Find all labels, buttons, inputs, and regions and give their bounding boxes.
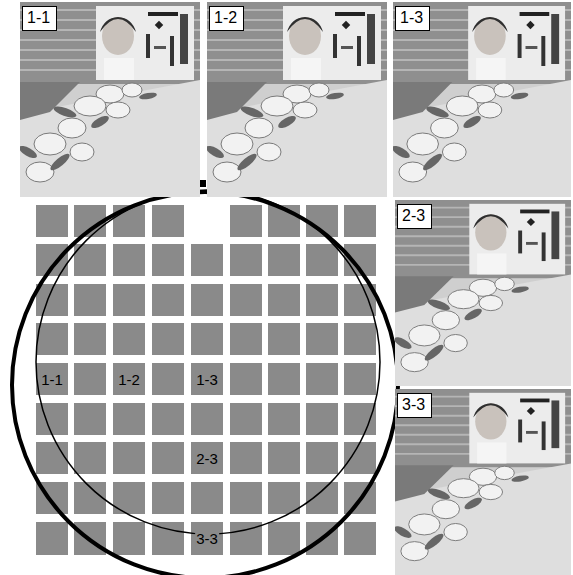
die-cell (344, 205, 376, 237)
die-cell (191, 323, 223, 355)
die-label: 1-3 (195, 371, 219, 388)
photo-label: 1-2 (214, 9, 243, 27)
die-cell (191, 482, 223, 514)
die-cell (36, 403, 68, 435)
die-cell (306, 284, 338, 316)
die-cell (152, 482, 184, 514)
die-cell (230, 403, 262, 435)
die-cell (152, 363, 184, 395)
die-cell (230, 323, 262, 355)
die-cell (152, 323, 184, 355)
die-cell (230, 244, 262, 276)
die-cell (74, 363, 106, 395)
die-label: 1-1 (40, 371, 64, 388)
die-cell (74, 403, 106, 435)
die-cell (306, 363, 338, 395)
die-cell (36, 323, 68, 355)
die-cell (268, 244, 300, 276)
die-cell (306, 403, 338, 435)
die-cell (268, 482, 300, 514)
die-cell (268, 403, 300, 435)
inner-circle (36, 190, 380, 534)
photo-thumbnail (17, 2, 200, 197)
die-cell (268, 442, 300, 474)
photo-label-box: 3-3 (397, 393, 432, 418)
die-cell (268, 522, 300, 555)
die-label: 3-3 (195, 530, 219, 547)
die-cell (113, 403, 145, 435)
die-cell (230, 482, 262, 514)
photo-label-box: 1-3 (395, 6, 430, 31)
photo-thumbnail (392, 389, 571, 575)
die-cell (306, 323, 338, 355)
photo-thumbnail (204, 2, 387, 197)
die-cell (113, 284, 145, 316)
die-cell (74, 323, 106, 355)
die-label: 2-3 (195, 450, 219, 467)
die-cell (113, 363, 145, 395)
photo-label: 3-3 (402, 396, 431, 414)
die-cell (152, 442, 184, 474)
photo-label: 1-1 (27, 9, 56, 27)
die-cell (344, 442, 376, 474)
photo-thumbnail (390, 2, 571, 197)
die-cell (36, 522, 68, 555)
die-cell (230, 363, 262, 395)
die-cell (191, 403, 223, 435)
die-cell (191, 284, 223, 316)
die-cell (344, 522, 376, 555)
die-cell (113, 244, 145, 276)
die-cell (36, 442, 68, 474)
die-cell (36, 244, 68, 276)
die-cell (344, 403, 376, 435)
photo-label-box: 1-2 (209, 6, 244, 31)
die-cell (268, 363, 300, 395)
die-cell (230, 284, 262, 316)
die-cell (152, 284, 184, 316)
die-cell (344, 323, 376, 355)
die-cell (230, 442, 262, 474)
die-cell (74, 284, 106, 316)
die-cell (191, 522, 223, 555)
photo-label: 2-3 (402, 207, 431, 225)
die-label: 1-2 (117, 371, 141, 388)
die-cell (113, 323, 145, 355)
die-cell (268, 284, 300, 316)
die-cell (306, 482, 338, 514)
die-cell (113, 442, 145, 474)
die-cell (191, 244, 223, 276)
photo-label: 1-3 (400, 9, 429, 27)
die-cell (152, 244, 184, 276)
die-cell (306, 442, 338, 474)
wafer-outline (12, 192, 398, 575)
die-cell (230, 205, 262, 237)
die-cell (152, 205, 184, 237)
die-cell (344, 363, 376, 395)
notch-mark (199, 180, 206, 187)
die-grid (36, 205, 376, 555)
die-cell (191, 363, 223, 395)
die-cell (36, 363, 68, 395)
die-cell (306, 244, 338, 276)
die-cell (36, 205, 68, 237)
die-cell (113, 522, 145, 555)
die-cell (74, 442, 106, 474)
die-cell (152, 403, 184, 435)
die-cell (268, 323, 300, 355)
photo-label-box: 1-1 (22, 6, 57, 31)
die-cell (191, 442, 223, 474)
photo-thumbnail (392, 200, 571, 386)
photo-label-box: 2-3 (397, 204, 432, 229)
